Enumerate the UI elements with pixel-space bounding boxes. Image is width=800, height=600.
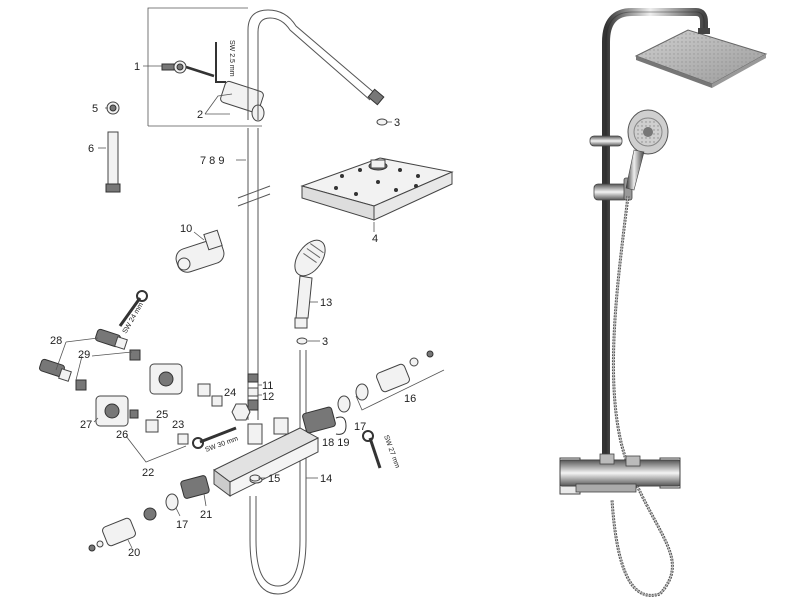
part-1-assembly: SW 2.5 mm <box>143 7 265 127</box>
shower-system-product-photo <box>559 8 768 597</box>
label-part-1: 1 <box>134 61 140 73</box>
part-5-rosette <box>106 101 120 115</box>
label-part-2: 2 <box>197 109 203 121</box>
leader-lines <box>55 107 392 549</box>
label-part-3-bottom: 3 <box>322 336 328 348</box>
part-11-12-nuts <box>247 373 259 411</box>
wall-bracket <box>220 80 265 122</box>
part-18-19-cartridge <box>302 406 347 435</box>
wrench-sw27: SW 27 mm <box>362 430 401 469</box>
product-overhead-shower-head <box>634 28 768 88</box>
part-14-shower-hose <box>249 350 307 595</box>
label-part-29: 29 <box>78 349 90 361</box>
wrench-sw30: SW 30 mm <box>192 426 239 454</box>
product-slider <box>593 177 633 201</box>
label-part-14: 14 <box>320 473 332 485</box>
product-hand-shower <box>625 109 669 191</box>
part-17-ring-upper <box>337 395 351 413</box>
part-10-slider <box>175 229 225 273</box>
escutcheon-upper <box>149 363 183 395</box>
parts-23-26-fittings <box>129 383 251 445</box>
product-riser-and-arm <box>602 8 708 470</box>
part-3-washer-top <box>376 118 388 126</box>
parts-28-29-connectors <box>39 328 141 391</box>
label-part-5: 5 <box>92 103 98 115</box>
label-part-17-lower: 17 <box>176 519 188 531</box>
part-27-escutcheon <box>95 395 129 427</box>
part-3-washer-bottom <box>296 337 308 345</box>
anchor-bolt <box>161 63 175 71</box>
label-part-11: 11 <box>262 380 273 392</box>
label-part-17-upper: 17 <box>354 421 366 433</box>
label-part-20: 20 <box>128 547 140 559</box>
label-part-25: 25 <box>156 409 168 421</box>
part-17-ring-lower <box>165 493 179 511</box>
wrench-sw24: SW 24 mm <box>118 290 148 335</box>
part-20-handle <box>88 507 157 552</box>
label-part-23: 23 <box>172 419 184 431</box>
part-21-cartridge <box>180 475 210 499</box>
hex-key-2-5 <box>215 42 226 83</box>
exploded-parts-diagram: SW 2.5 mm <box>39 7 454 595</box>
product-upper-holder <box>589 135 623 147</box>
product-thermostat-mixer <box>559 453 681 495</box>
label-part-27: 27 <box>80 419 92 431</box>
label-part-15: 15 <box>268 473 280 485</box>
label-part-7-8-9: 7 8 9 <box>200 155 224 167</box>
label-part-6: 6 <box>88 143 94 155</box>
label-part-21: 21 <box>200 509 212 521</box>
label-part-4: 4 <box>372 233 378 245</box>
arm-outlet <box>367 88 385 106</box>
part-13-hand-shower <box>294 239 326 329</box>
label-part-26: 26 <box>116 429 128 441</box>
overhead-shower-arm <box>247 9 379 120</box>
label-part-18-19: 18 19 <box>322 437 350 449</box>
riser-pipe <box>237 128 271 420</box>
label-part-22: 22 <box>142 467 154 479</box>
label-part-12: 12 <box>262 391 274 403</box>
part-16-handle-assembly <box>355 350 445 411</box>
thermostat-mixer-body <box>213 417 320 497</box>
part-4-overhead-shower-head <box>300 157 454 221</box>
label-part-10: 10 <box>180 223 192 235</box>
label-part-13: 13 <box>320 297 332 309</box>
label-part-16: 16 <box>404 393 416 405</box>
label-part-28: 28 <box>50 335 62 347</box>
label-part-24: 24 <box>224 387 236 399</box>
label-part-3-top: 3 <box>394 117 400 129</box>
wrench-label-sw27: SW 27 mm <box>382 434 400 469</box>
part-6-hand-shower-holder <box>105 131 121 193</box>
part-number-labels: 1 2 3 4 5 6 7 8 9 10 13 3 11 12 14 15 16… <box>50 61 416 559</box>
wrench-label-sw25: SW 2.5 mm <box>228 40 235 77</box>
